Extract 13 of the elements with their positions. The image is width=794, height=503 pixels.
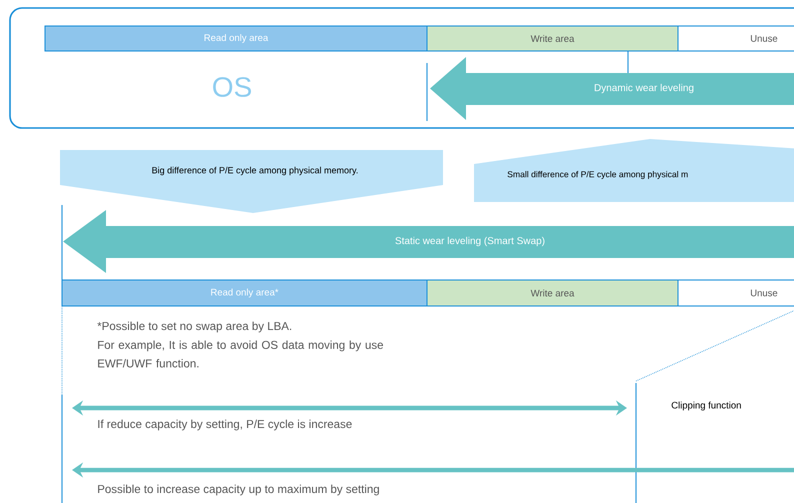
area-bar: Write area (426, 280, 678, 306)
frame-box (9, 7, 794, 129)
area-bar: Read only area* (62, 280, 428, 306)
area-bar: Unuse (678, 26, 794, 52)
area-bar: Unuse (678, 280, 794, 306)
note-text: *Possible to set no swap area by LBA. (97, 322, 292, 332)
area-bar: Read only area (44, 26, 428, 52)
arrow-caption: Possible to increase capacity up to maximum by setting (98, 484, 379, 496)
arrow-caption: If reduce capacity by setting, P/E cycle is increase (98, 420, 352, 430)
os-label: OS (213, 77, 251, 97)
function-label: Clipping function (672, 402, 741, 410)
note-text: For example, It is able to avoid OS data moving by use EWF/UWF function. (98, 340, 383, 368)
area-bar: Write area (426, 26, 678, 52)
